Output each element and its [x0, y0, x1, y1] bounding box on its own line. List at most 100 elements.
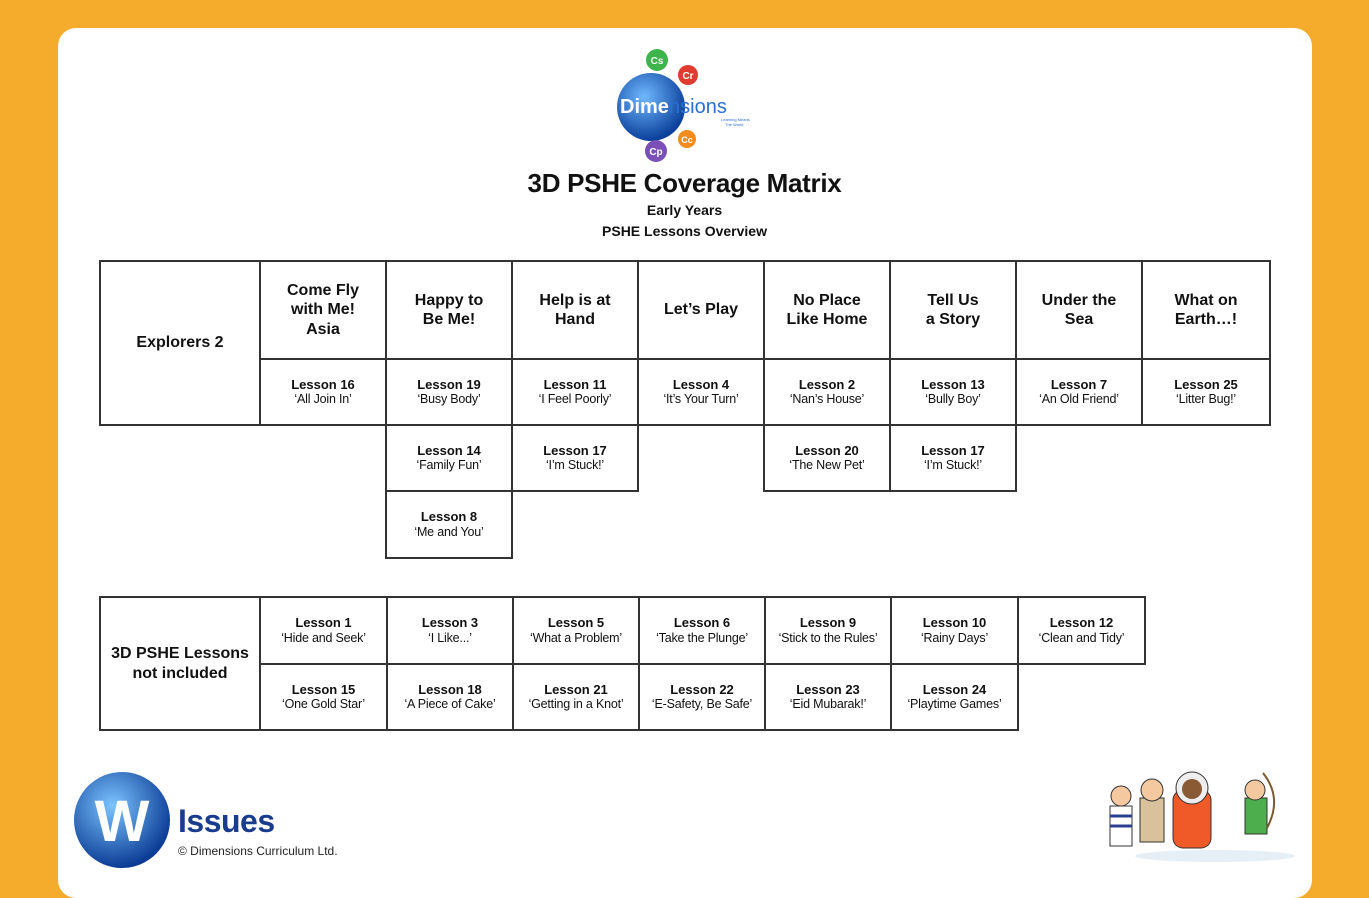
- lesson-number: Lesson 2: [798, 376, 856, 392]
- lesson-cell[interactable]: Lesson 7‘An Old Friend’: [1015, 358, 1143, 426]
- lesson-cell[interactable]: Lesson 24‘Playtime Games’: [890, 663, 1019, 731]
- topic-line: Like Home: [786, 311, 868, 328]
- lesson-cell[interactable]: Lesson 1‘Hide and Seek’: [259, 596, 388, 665]
- lesson-cell[interactable]: Lesson 17‘I’m Stuck!’: [511, 424, 639, 492]
- topic-line: Earth…!: [1174, 311, 1238, 328]
- topic-line: Tell Us: [927, 291, 979, 309]
- lesson-number: Lesson 1: [295, 615, 352, 631]
- lesson-cell[interactable]: Lesson 11‘I Feel Poorly’: [511, 358, 639, 426]
- lesson-number: Lesson 10: [922, 615, 987, 631]
- lesson-number: Lesson 23: [796, 681, 860, 697]
- topic-line: Let’s Play: [663, 301, 739, 319]
- not-included-line2: not included: [132, 664, 228, 682]
- topic-line: Hand: [555, 311, 595, 328]
- lesson-number: Lesson 13: [921, 376, 985, 392]
- topic-header: What on Earth…!: [1141, 260, 1271, 360]
- lesson-title: ‘All Join In’: [294, 392, 352, 407]
- lesson-title: ‘I’m Stuck!’: [923, 458, 983, 473]
- lesson-title: ‘Hide and Seek’: [281, 630, 366, 645]
- lesson-number: Lesson 3: [421, 615, 479, 631]
- lesson-cell[interactable]: Lesson 10‘Rainy Days’: [890, 596, 1019, 665]
- bubble-cr: Cr: [682, 71, 693, 82]
- lesson-cell[interactable]: Lesson 22‘E-Safety, Be Safe’: [638, 663, 766, 731]
- lesson-cell[interactable]: Lesson 8‘Me and You’: [385, 490, 513, 559]
- topic-line: with Me!: [291, 301, 355, 319]
- lesson-cell[interactable]: Lesson 18‘A Piece of Cake’: [386, 663, 514, 731]
- topic-line: Under the: [1041, 291, 1117, 309]
- lesson-cell[interactable]: Lesson 12‘Clean and Tidy’: [1017, 596, 1146, 665]
- lesson-title: ‘Playtime Games’: [907, 697, 1002, 712]
- lesson-cell[interactable]: Lesson 6‘Take the Plunge’: [638, 596, 766, 665]
- lesson-cell[interactable]: Lesson 3‘I Like...’: [386, 596, 514, 665]
- lesson-title: ‘Busy Body’: [417, 392, 481, 407]
- lesson-title: ‘An Old Friend’: [1039, 392, 1119, 407]
- lesson-title: ‘Eid Mubarak!’: [789, 697, 867, 712]
- lesson-title: ‘Rainy Days’: [920, 630, 989, 645]
- lesson-cell[interactable]: Lesson 13‘Bully Boy’: [889, 358, 1017, 426]
- topic-line: What on: [1174, 291, 1238, 309]
- lesson-cell[interactable]: Lesson 23‘Eid Mubarak!’: [764, 663, 892, 731]
- lesson-number: Lesson 14: [417, 442, 481, 458]
- lesson-cell[interactable]: Lesson 20‘The New Pet’: [763, 424, 891, 492]
- lesson-number: Lesson 19: [417, 376, 481, 392]
- topic-line: No Place: [793, 291, 861, 309]
- topic-line: a Story: [925, 311, 981, 328]
- page-subtitle-overview: PSHE Lessons Overview: [602, 223, 767, 239]
- lesson-number: Lesson 24: [922, 681, 987, 697]
- lesson-cell[interactable]: Lesson 9‘Stick to the Rules’: [764, 596, 892, 665]
- lesson-cell[interactable]: Lesson 25‘Litter Bug!’: [1141, 358, 1271, 426]
- lesson-cell[interactable]: Lesson 14‘Family Fun’: [385, 424, 513, 492]
- lesson-number: Lesson 6: [673, 615, 731, 631]
- lesson-number: Lesson 17: [921, 442, 985, 458]
- issues-brand: Issues: [178, 803, 275, 839]
- w-badge-letter: W: [95, 789, 150, 854]
- lesson-number: Lesson 16: [291, 376, 355, 392]
- lesson-cell[interactable]: Lesson 4‘It’s Your Turn’: [637, 358, 765, 426]
- lesson-title: ‘Litter Bug!’: [1176, 392, 1236, 407]
- topic-line: Be Me!: [422, 311, 476, 328]
- bubble-cp: Cp: [649, 147, 662, 158]
- dimensions-logo: Cs Cr Cp Cc Dime nsions Learning Means T…: [617, 49, 750, 162]
- lesson-number: Lesson 8: [420, 509, 478, 525]
- topic-line: Happy to: [414, 291, 484, 309]
- lesson-title: ‘The New Pet’: [789, 458, 865, 473]
- lesson-number: Lesson 21: [544, 681, 608, 697]
- lesson-title: ‘It’s Your Turn’: [663, 392, 739, 407]
- lesson-title: ‘Take the Plunge’: [656, 630, 748, 645]
- lesson-number: Lesson 18: [418, 681, 482, 697]
- lesson-title: ‘What a Problem’: [530, 630, 622, 645]
- row-label-text: Explorers 2: [136, 334, 224, 352]
- logo-tagline-line1: Learning Means: [721, 117, 750, 122]
- lesson-number: Lesson 22: [670, 681, 734, 697]
- lesson-cell[interactable]: Lesson 17‘I’m Stuck!’: [889, 424, 1017, 492]
- lesson-cell[interactable]: Lesson 15‘One Gold Star’: [259, 663, 388, 731]
- lesson-cell[interactable]: Lesson 21‘Getting in a Knot’: [512, 663, 640, 731]
- lesson-number: Lesson 20: [795, 442, 859, 458]
- lesson-number: Lesson 25: [1174, 376, 1238, 392]
- lesson-number: Lesson 11: [543, 376, 607, 392]
- not-included-line1: 3D PSHE Lessons: [111, 645, 249, 663]
- lesson-title: ‘I Feel Poorly’: [538, 392, 612, 407]
- bubble-cs: Cs: [651, 56, 664, 67]
- lesson-title: ‘Nan’s House’: [789, 392, 865, 407]
- lesson-number: Lesson 17: [543, 442, 607, 458]
- lesson-cell[interactable]: Lesson 5‘What a Problem’: [512, 596, 640, 665]
- page-title: 3D PSHE Coverage Matrix: [527, 168, 842, 198]
- lesson-cell[interactable]: Lesson 16‘All Join In’: [259, 358, 387, 426]
- lesson-title: ‘E-Safety, Be Safe’: [651, 697, 753, 712]
- lesson-cell[interactable]: Lesson 2‘Nan’s House’: [763, 358, 891, 426]
- logo-wordmark-right: nsions: [669, 96, 727, 118]
- lesson-number: Lesson 4: [672, 376, 730, 392]
- topic-header: Tell Us a Story: [889, 260, 1017, 360]
- bubble-cc: Cc: [681, 135, 693, 145]
- lesson-number: Lesson 7: [1050, 376, 1108, 392]
- lesson-title: ‘Me and You’: [414, 524, 484, 539]
- lesson-cell[interactable]: Lesson 19‘Busy Body’: [385, 358, 513, 426]
- explorer-children-illustration: [1109, 771, 1295, 862]
- topic-line: Asia: [306, 320, 340, 338]
- page-card: [58, 28, 1312, 898]
